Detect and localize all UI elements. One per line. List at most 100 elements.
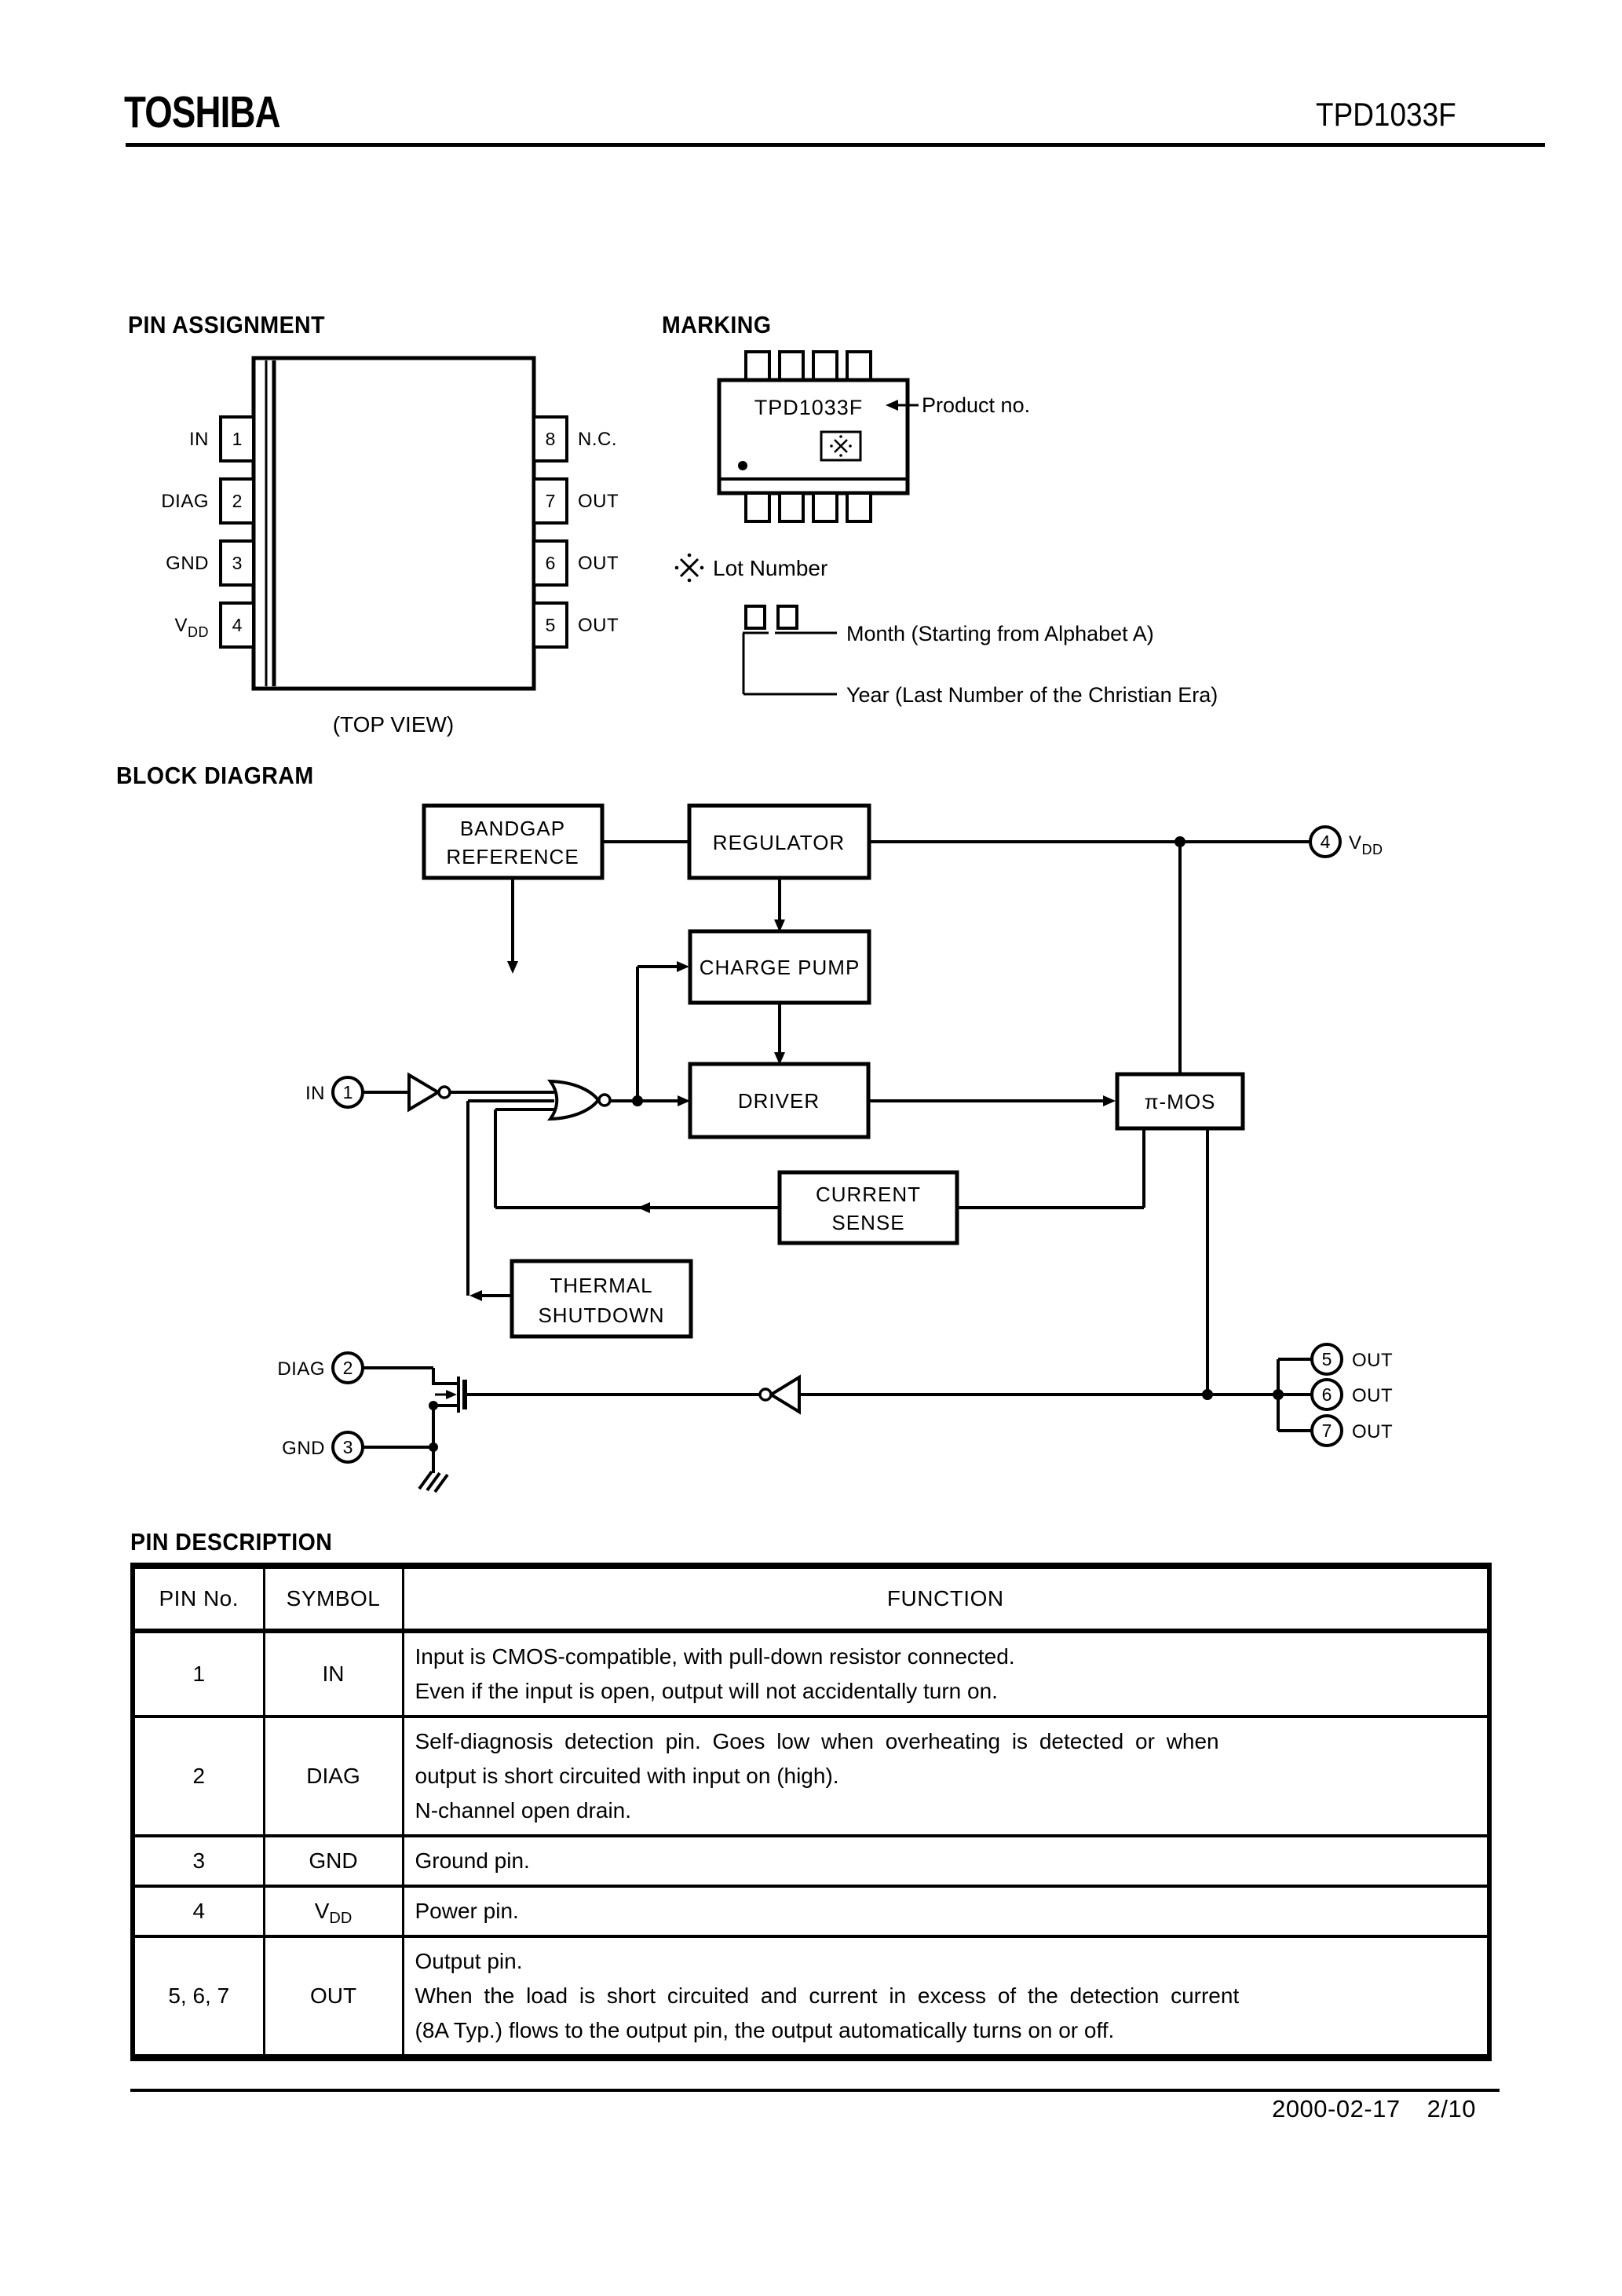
footer-date: 2000-02-17	[1272, 2095, 1401, 2122]
header-rule	[126, 143, 1545, 147]
pin6-label: OUT	[578, 553, 619, 574]
section-title-marking: MARKING	[662, 311, 772, 338]
svg-text:REFERENCE: REFERENCE	[446, 845, 579, 868]
pi-mos-block: π-MOS	[1115, 1072, 1245, 1131]
svg-text:REGULATOR: REGULATOR	[713, 831, 845, 854]
pin6-number: 6	[546, 553, 556, 573]
arrow-right-icon	[446, 1390, 457, 1399]
svg-text:3: 3	[343, 1437, 353, 1457]
terminal-out6: 6 OUT	[1310, 1378, 1393, 1411]
svg-text:CURRENT: CURRENT	[816, 1183, 921, 1206]
arrow-down-icon	[507, 961, 518, 974]
table-header-row: PIN No. SYMBOL FUNCTION	[131, 1564, 1491, 1633]
pin4-number: 4	[232, 615, 243, 635]
svg-text:BANDGAP: BANDGAP	[460, 817, 565, 840]
arrow-right-icon	[678, 1095, 690, 1106]
ground-symbol-icon	[418, 1470, 449, 1493]
arrow-down-icon	[774, 919, 785, 932]
cell-symbol: OUT	[262, 1935, 404, 2059]
nor-gate-icon	[546, 1079, 612, 1121]
pin7-number: 7	[546, 491, 556, 511]
cell-function: Power pin.	[401, 1885, 1491, 1938]
month-digit-box	[744, 605, 766, 630]
block-diagram-figure: BANDGAP REFERENCE REGULATOR CHARGE PUMP …	[277, 803, 1393, 1493]
svg-text:1: 1	[343, 1082, 353, 1102]
pin-assignment-figure: 1 2 3 4 IN DIAG GND VDD 8 7 6 5 N.C. OUT…	[161, 356, 619, 737]
chip-marking-text: TPD1033F	[754, 396, 864, 419]
arrow-left-icon	[469, 1290, 482, 1301]
svg-text:GND: GND	[282, 1438, 325, 1459]
cell-function: Ground pin.	[401, 1834, 1491, 1888]
svg-text:VDD: VDD	[1349, 832, 1383, 857]
charge-pump-block: CHARGE PUMP	[688, 929, 871, 1005]
diag-inverter-icon	[758, 1374, 801, 1415]
cell-symbol: IN	[262, 1629, 404, 1718]
arrow-right-icon	[677, 961, 689, 972]
month-label: Month (Starting from Alphabet A)	[846, 622, 1154, 645]
svg-text:4: 4	[1321, 832, 1331, 852]
table-row: 1 IN Input is CMOS-compatible, with pull…	[131, 1629, 1491, 1718]
package-left-pins: 1 2 3 4 IN DIAG GND VDD	[161, 415, 255, 649]
table-row: 5, 6, 7 OUT Output pin. When the load is…	[131, 1935, 1491, 2059]
marking-figure: TPD1033F Product no.	[674, 350, 1218, 707]
lot-number-note: Lot Number	[674, 553, 827, 583]
svg-text:OUT: OUT	[1352, 1385, 1393, 1406]
cell-function: Input is CMOS-compatible, with pull-down…	[401, 1629, 1491, 1718]
arrow-left-icon	[637, 1202, 650, 1213]
arrow-down-icon	[774, 1052, 785, 1065]
table-row: 4 VDD Power pin.	[131, 1885, 1491, 1938]
svg-text:SENSE: SENSE	[831, 1211, 904, 1234]
pin4-label: VDD	[174, 615, 209, 640]
page-part-number: TPD1033F	[1316, 96, 1456, 133]
terminal-in: 1 IN	[305, 1076, 364, 1109]
pin1-dot-icon	[738, 461, 747, 470]
table-row: 3 GND Ground pin.	[131, 1834, 1491, 1888]
cell-symbol: VDD	[262, 1885, 404, 1938]
pin3-number: 3	[232, 553, 243, 573]
terminal-gnd: 3 GND	[282, 1431, 364, 1464]
pin5-label: OUT	[578, 615, 619, 636]
pin5-number: 5	[546, 615, 556, 635]
svg-text:SHUTDOWN: SHUTDOWN	[538, 1303, 664, 1327]
cell-pin-no: 2	[131, 1715, 265, 1837]
svg-text:5: 5	[1322, 1349, 1332, 1369]
svg-text:2: 2	[343, 1358, 353, 1378]
year-digit-box	[776, 605, 798, 630]
svg-text:CHARGE PUMP: CHARGE PUMP	[700, 956, 860, 979]
pin3-label: GND	[166, 553, 209, 574]
diag-nmos-icon	[433, 1377, 467, 1413]
pin2-number: 2	[232, 491, 243, 511]
svg-text:IN: IN	[305, 1083, 325, 1104]
pin8-label: N.C.	[578, 429, 617, 450]
terminal-out5: 5 OUT	[1310, 1343, 1393, 1376]
package-right-pins: 8 7 6 5 N.C. OUT OUT OUT	[532, 415, 619, 649]
cell-pin-no: 3	[131, 1834, 265, 1888]
footer-rule	[130, 2089, 1500, 2092]
pin1-number: 1	[232, 429, 243, 449]
svg-text:7: 7	[1322, 1420, 1332, 1441]
current-sense-block: CURRENT SENSE	[777, 1170, 959, 1245]
cell-symbol: DIAG	[262, 1715, 404, 1837]
cell-pin-no: 5, 6, 7	[131, 1935, 265, 2059]
marking-package-icon	[717, 350, 910, 523]
terminal-diag: 2 DIAG	[277, 1351, 364, 1384]
bandgap-reference-block: BANDGAP REFERENCE	[422, 803, 605, 880]
driver-block: DRIVER	[688, 1062, 871, 1139]
input-inverter-icon	[407, 1072, 451, 1113]
product-no-label: Product no.	[922, 393, 1030, 417]
arrow-right-icon	[1103, 1095, 1116, 1106]
col-header-pin-no: PIN No.	[131, 1564, 265, 1633]
section-title-block-diagram: BLOCK DIAGRAM	[116, 762, 314, 789]
block-diagram-wires	[363, 836, 1312, 1473]
pin-description-table: PIN No. SYMBOL FUNCTION 1 IN Input is CM…	[130, 1563, 1492, 2061]
svg-text:OUT: OUT	[1352, 1350, 1393, 1371]
pin2-label: DIAG	[161, 491, 209, 512]
thermal-shutdown-block: THERMAL SHUTDOWN	[510, 1259, 693, 1339]
pin8-number: 8	[546, 429, 556, 449]
cell-symbol: GND	[262, 1834, 404, 1888]
lot-number-box	[820, 430, 862, 462]
brand-logo: TOSHIBA	[124, 87, 281, 137]
svg-text:DIAG: DIAG	[277, 1358, 325, 1380]
